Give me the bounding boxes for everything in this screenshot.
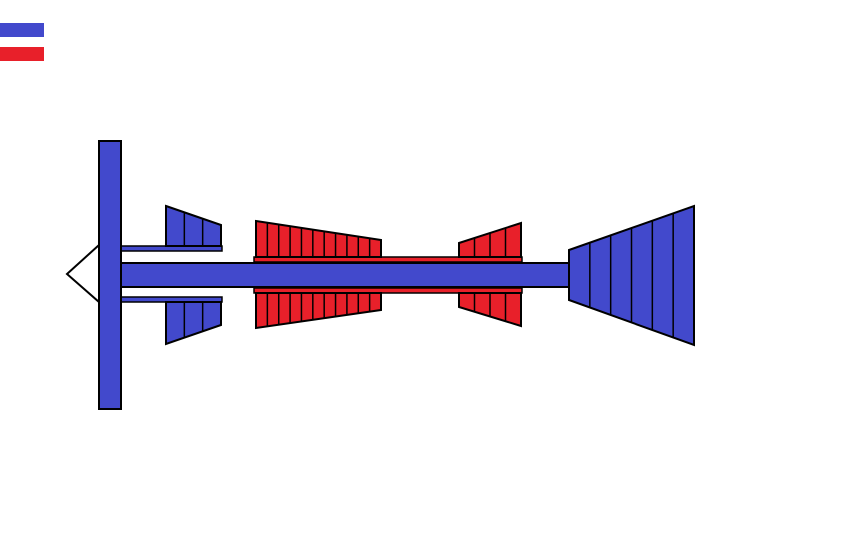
legend-swatch-high-pressure xyxy=(0,47,44,61)
hpc-upper-block xyxy=(255,219,382,258)
lp-main-shaft xyxy=(119,262,571,288)
lpc-upper-block xyxy=(165,204,222,247)
fan-blade xyxy=(98,140,122,410)
hpc-lower-block xyxy=(255,292,382,330)
legend-swatch-low-pressure xyxy=(0,23,44,37)
lpc-lower-block xyxy=(165,301,222,346)
nose-cone xyxy=(65,242,100,305)
